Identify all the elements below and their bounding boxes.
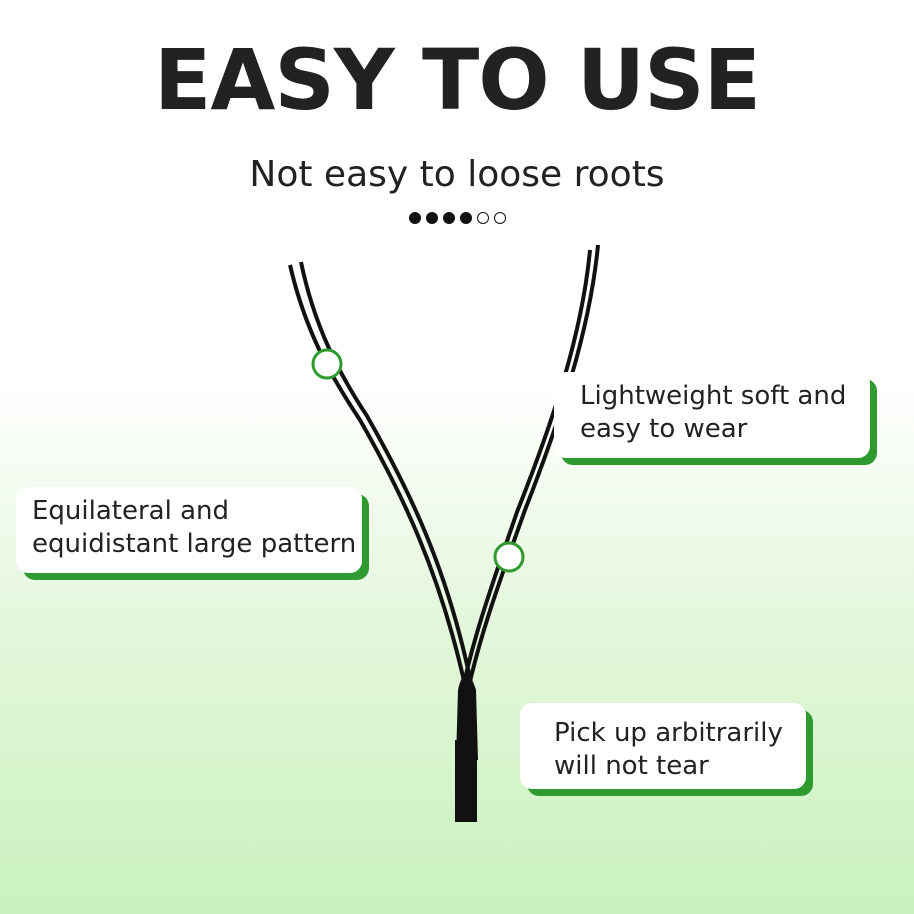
rating-dot-filled bbox=[408, 212, 421, 224]
rating-dot-filled bbox=[442, 212, 455, 224]
callout-text-line: will not tear bbox=[554, 751, 709, 781]
rating-dot-empty bbox=[476, 212, 489, 224]
right-strand-inner bbox=[459, 249, 592, 699]
left-strand-inner bbox=[299, 261, 474, 689]
rating-dot-empty bbox=[493, 212, 506, 224]
page-subtitle: Not easy to loose roots bbox=[249, 154, 665, 195]
callout-text-line: Pick up arbitrarily bbox=[554, 718, 783, 748]
callout-text-line: Lightweight soft and bbox=[580, 381, 847, 411]
rating-dot-filled bbox=[459, 212, 472, 224]
callout-text-line: equidistant large pattern bbox=[32, 529, 357, 559]
marker-circle-right bbox=[493, 541, 525, 573]
left-strand-outer bbox=[288, 264, 468, 691]
callout-pattern: Equilateral and equidistant large patter… bbox=[16, 487, 362, 573]
page-title: EASY TO USE bbox=[154, 31, 761, 129]
right-strand-outer bbox=[464, 244, 600, 701]
strand-knot bbox=[456, 675, 478, 760]
callout-text-line: easy to wear bbox=[580, 414, 748, 444]
root-stem bbox=[455, 740, 477, 822]
callout-text-line: Equilateral and bbox=[32, 496, 230, 526]
callout-pick-up: Pick up arbitrarily will not tear bbox=[520, 703, 806, 789]
marker-circle-left bbox=[311, 348, 343, 380]
callout-lightweight: Lightweight soft and easy to wear bbox=[554, 372, 870, 458]
rating-dots bbox=[0, 205, 914, 231]
rating-dot-filled bbox=[425, 212, 438, 224]
